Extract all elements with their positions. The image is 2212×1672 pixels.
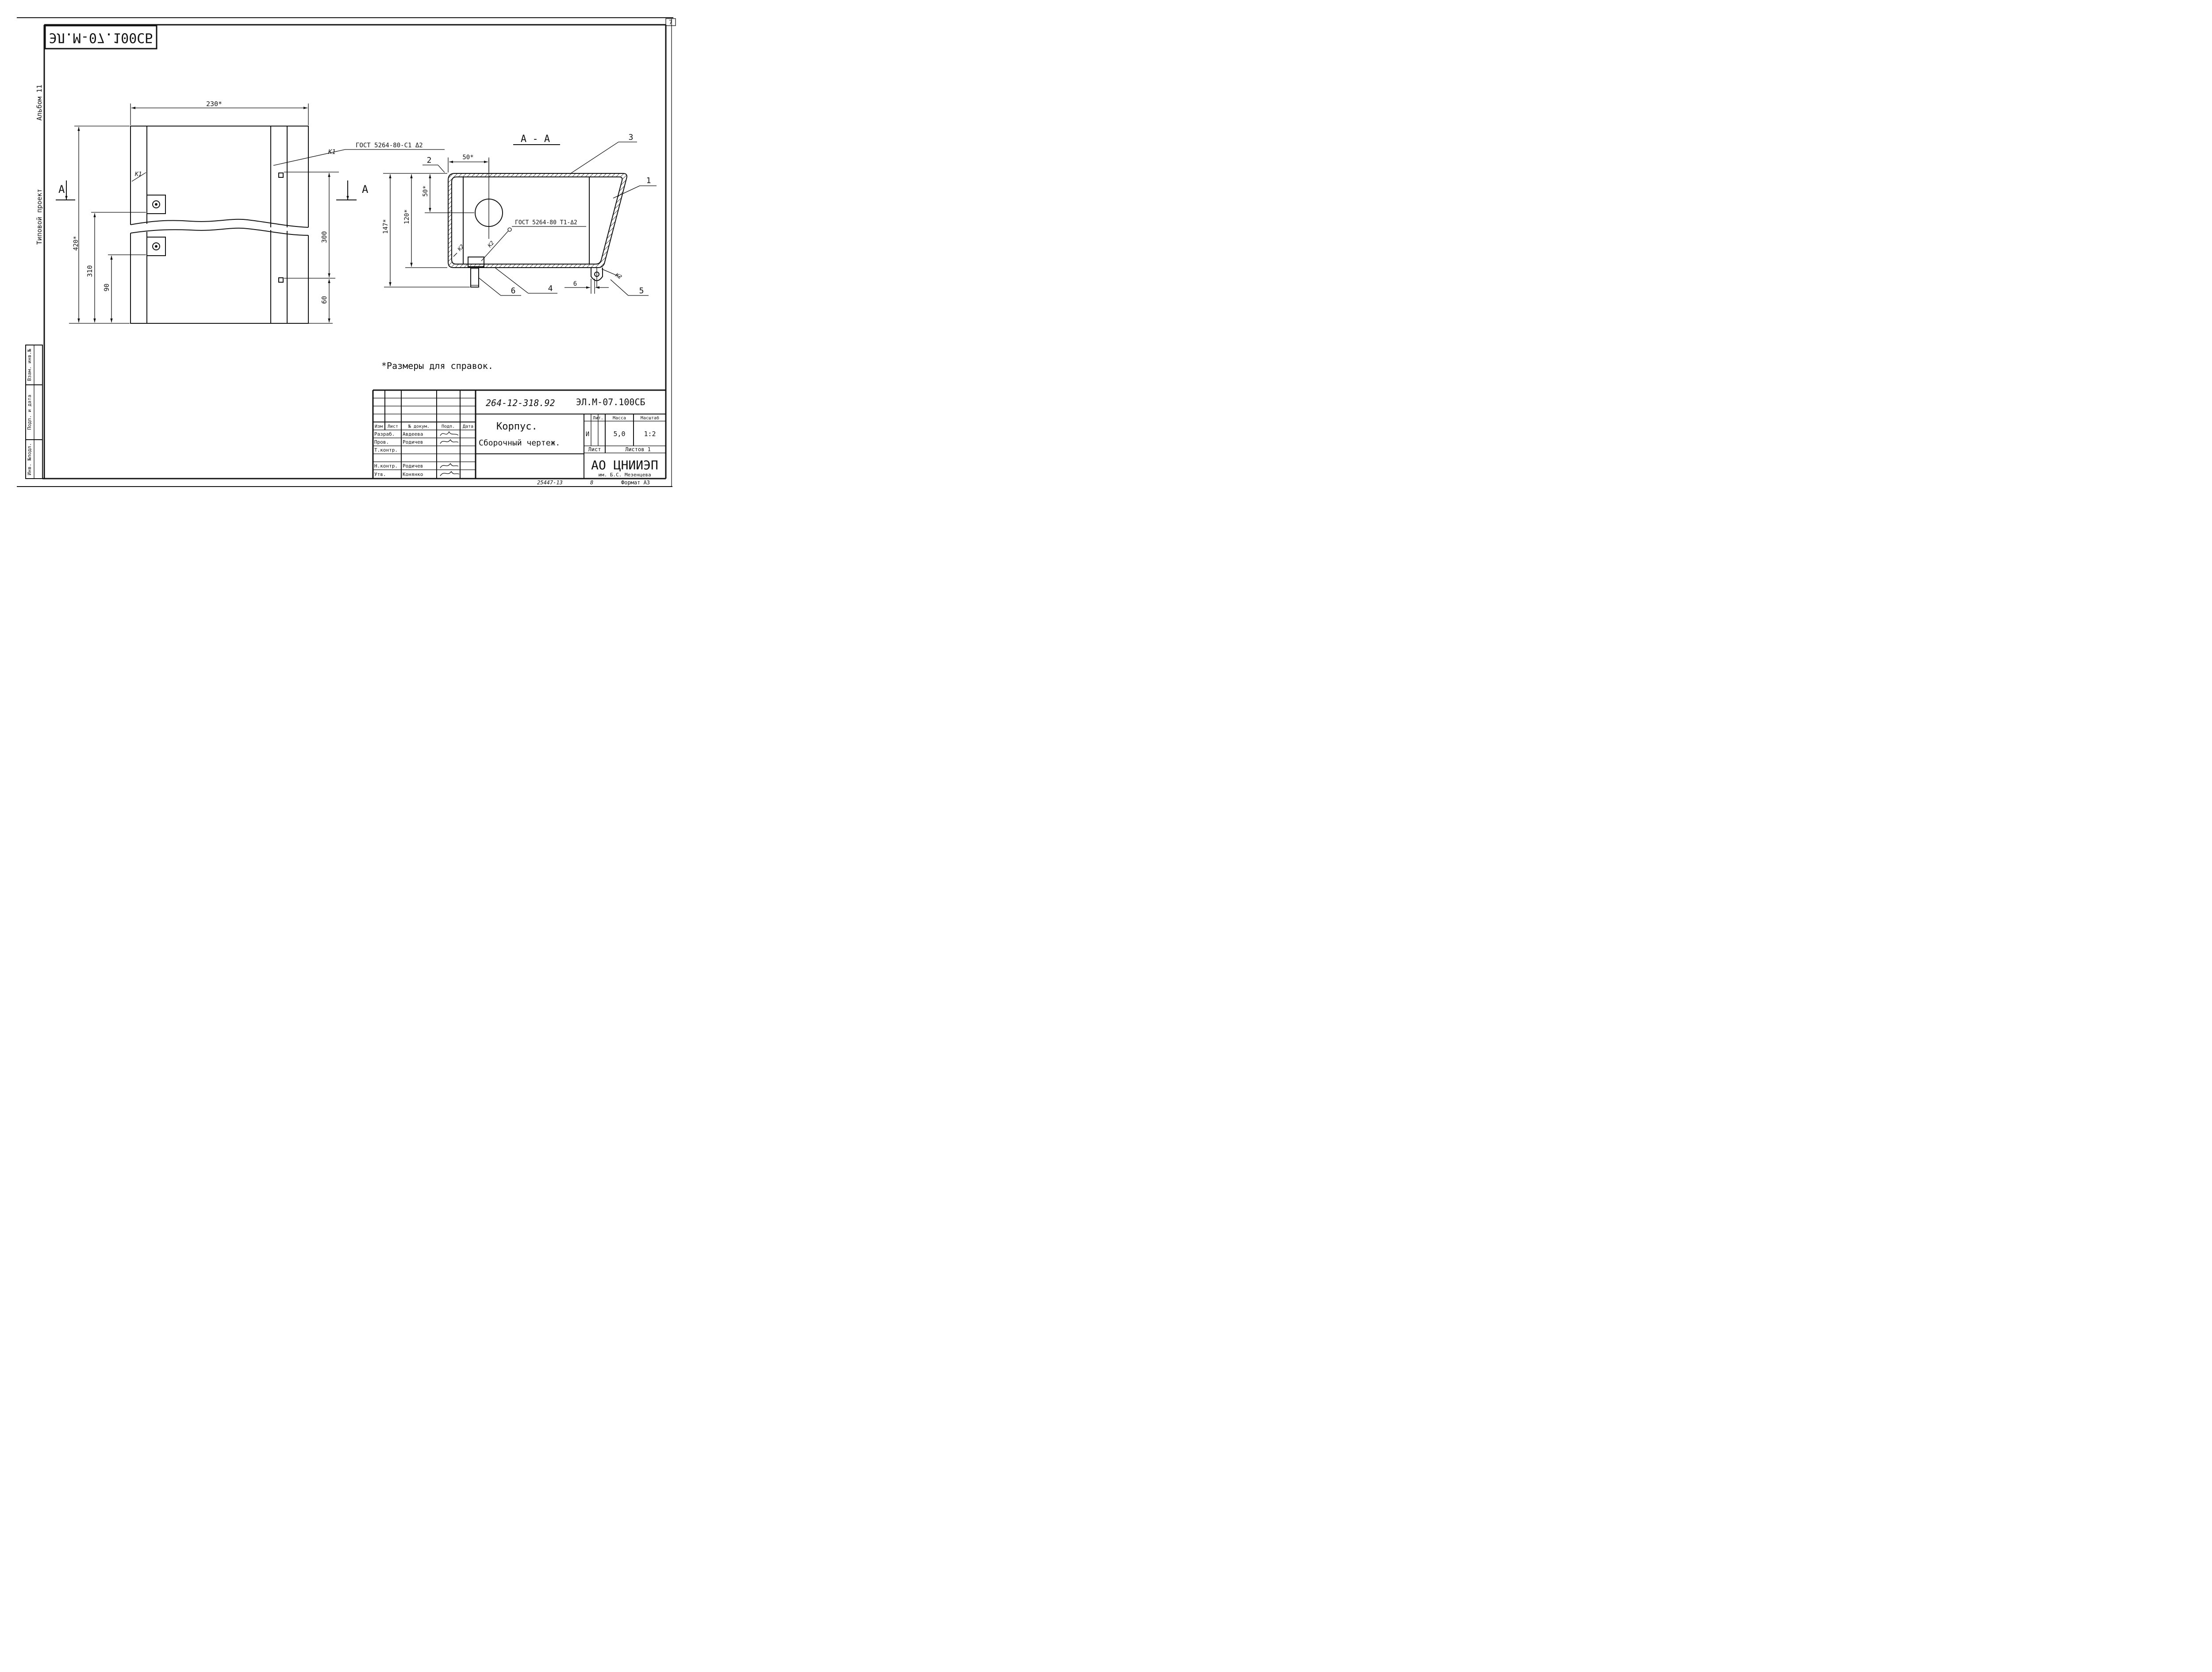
note-reference-sizes: *Размеры для справок. bbox=[381, 360, 493, 371]
title-block-grid bbox=[372, 389, 666, 479]
signatures bbox=[440, 431, 460, 476]
tb-header-sign: Подп. bbox=[442, 424, 455, 429]
tb-name-5: Родичев bbox=[403, 463, 423, 469]
tb-name-line2: Сборочный чертеж. bbox=[479, 438, 560, 448]
dim-section-lines bbox=[383, 157, 609, 294]
tb-lit-label: Лит. bbox=[593, 416, 603, 421]
tb-scale-label: Масштаб bbox=[641, 415, 659, 421]
dim-right-lines bbox=[284, 172, 339, 324]
dim-60-label: 60 bbox=[320, 296, 328, 304]
position-2: 2 bbox=[427, 156, 432, 165]
position-6: 6 bbox=[511, 286, 516, 295]
position-5: 5 bbox=[639, 286, 644, 295]
dim-120-label: 120* bbox=[403, 209, 411, 224]
front-view bbox=[130, 126, 309, 324]
tb-project-no: 264-12-318.92 bbox=[486, 398, 555, 408]
weld-spec-section: ГОСТ 5264-80 Т1-Δ2 bbox=[515, 219, 577, 226]
dim-50h-label: 50* bbox=[422, 185, 429, 196]
stamp-cell-sign: Подп. и дата bbox=[27, 395, 32, 430]
tb-role-2: Пров. bbox=[374, 439, 389, 445]
project-label: Типовой проект bbox=[35, 189, 43, 245]
dim-height-label: 420* bbox=[73, 236, 80, 251]
weld-spec-front: ГОСТ 5264-80-С1 Δ2 bbox=[356, 142, 423, 149]
position-4: 4 bbox=[548, 284, 553, 293]
mirrored-code: ЭЛ.М-07.100СБ bbox=[49, 30, 153, 46]
dim-310-label: 310 bbox=[86, 265, 94, 277]
tb-name-2: Родичев bbox=[403, 439, 423, 445]
dim-147-label: 147* bbox=[382, 219, 389, 234]
tb-lit-value: И bbox=[586, 431, 589, 438]
weld-leaders-front bbox=[131, 149, 445, 182]
tb-mass-label: Масса bbox=[613, 416, 626, 421]
position-3: 3 bbox=[629, 133, 634, 142]
tb-sheets-label: Листов 1 bbox=[625, 446, 651, 453]
dim-300-label: 300 bbox=[320, 231, 328, 243]
tb-doc-code: ЭЛ.М-07.100СБ bbox=[576, 397, 645, 407]
copy-number: 25447-13 bbox=[537, 479, 563, 486]
stamp-cell-inv: Инв. №подл. bbox=[27, 443, 32, 476]
sheet-format: Формат А3 bbox=[621, 479, 650, 486]
position-1: 1 bbox=[646, 176, 651, 185]
dim-width-label: 230* bbox=[206, 100, 222, 108]
page-number: 7 bbox=[669, 19, 672, 26]
tb-name-1: Авдеева bbox=[403, 431, 423, 437]
weld-k2-b: К2 bbox=[486, 240, 495, 249]
weld-k2-c: К2 bbox=[614, 272, 623, 280]
drawing-sheet: 7 ЭЛ.М-07.100СБ Альбом 11 Типовой проект… bbox=[17, 17, 676, 487]
tb-header-date: Дата bbox=[463, 424, 473, 429]
dim-width bbox=[130, 104, 309, 125]
dim-6-label: 6 bbox=[573, 280, 577, 288]
tb-name-6: Конянко bbox=[403, 472, 423, 477]
tb-mass-value: 5,0 bbox=[613, 430, 625, 438]
tb-sheet-label: Лист bbox=[588, 446, 601, 453]
tb-org-sub: им. Б.С. Мезенцева bbox=[598, 472, 651, 478]
tb-role-3: Т.контр. bbox=[374, 447, 398, 453]
stamp-cell-replace: Взам. инв.№ bbox=[27, 349, 32, 381]
weld-k1-left: К1 bbox=[134, 171, 142, 178]
tb-org-name: АО ЦНИИЭП bbox=[591, 458, 658, 472]
tb-role-6: Утв. bbox=[374, 472, 386, 477]
weld-leaders-section bbox=[453, 226, 621, 277]
section-marks bbox=[56, 180, 357, 200]
tb-name-line1: Корпус. bbox=[496, 421, 538, 432]
tb-role-5: Н.контр. bbox=[374, 463, 398, 469]
weld-k1-right: К1 bbox=[328, 149, 336, 156]
album-label: Альбом 11 bbox=[35, 84, 43, 120]
position-leaders bbox=[422, 142, 657, 296]
sheet-frame bbox=[17, 17, 676, 487]
tb-header-doc: № докум. bbox=[408, 424, 430, 429]
tb-scale-value: 1:2 bbox=[644, 430, 656, 438]
copy-sheet: 8 bbox=[590, 479, 593, 486]
section-view bbox=[448, 159, 627, 288]
section-mark-left: А bbox=[58, 183, 65, 196]
dim-50w-label: 50* bbox=[462, 154, 473, 161]
tb-header-izm: Изм bbox=[375, 424, 383, 429]
tb-role-1: Разраб. bbox=[374, 431, 395, 437]
dim-90-label: 90 bbox=[103, 284, 111, 291]
weld-k2-a: К2 bbox=[456, 243, 465, 253]
mirrored-code-box: ЭЛ.М-07.100СБ bbox=[44, 25, 157, 50]
section-title: А - А bbox=[521, 134, 550, 145]
tb-header-list: Лист bbox=[388, 424, 398, 429]
left-stamp-strip bbox=[25, 345, 43, 479]
section-mark-right: А bbox=[362, 183, 369, 196]
dim-left-lines bbox=[69, 126, 146, 324]
